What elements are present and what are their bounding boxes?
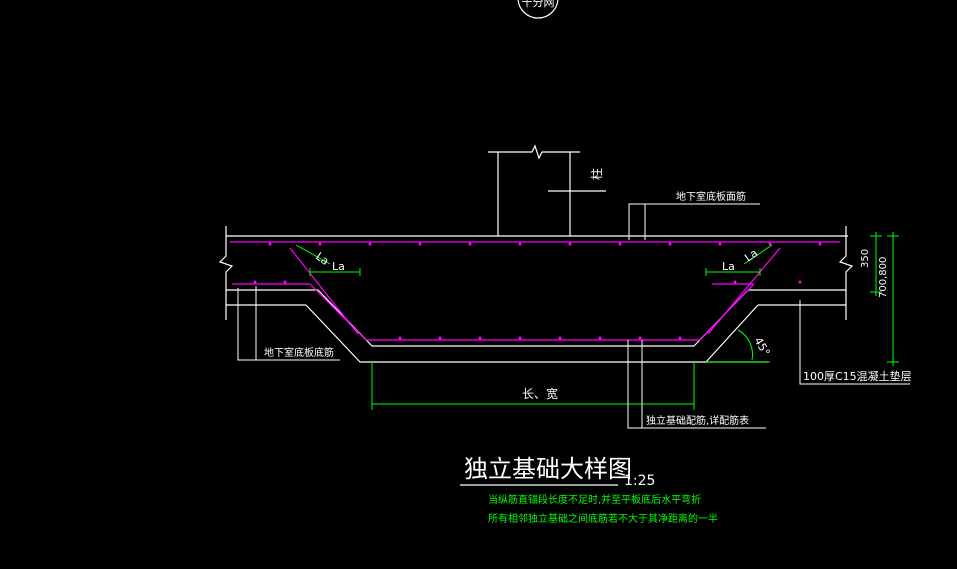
rebar-lines: [230, 241, 840, 341]
la-left-label: La: [332, 260, 345, 273]
cushion-leader: [799, 300, 910, 385]
top-circle-tag: 十分网: [517, 0, 559, 19]
la-right-diag-label: La: [742, 246, 760, 264]
slab-bottom-leader: [237, 286, 340, 361]
slab-top-leader: [628, 203, 760, 240]
slab-top-rebar-label: 地下室底板面筋: [676, 190, 746, 203]
circle-label: 十分网: [522, 0, 555, 9]
note-line-2: 所有相邻独立基础之间底筋若不大于其净距离的一半: [488, 512, 718, 525]
la-left-diag-label: La: [313, 250, 331, 268]
slab-bottom-rebar-label: 地下室底板底筋: [264, 346, 334, 359]
angle-45-label: 45°: [751, 335, 772, 358]
foundation-rebar-label: 独立基础配筋,详配筋表: [646, 414, 749, 427]
dim-350-label: 350: [860, 249, 871, 268]
column-outline: [488, 144, 606, 236]
foundation-rebar-leader: [627, 340, 766, 429]
rebar-dots: [253, 242, 822, 340]
drawing-scale: 1:25: [624, 473, 655, 489]
right-vertical-dims: [870, 232, 899, 366]
angle-marker: [706, 329, 770, 363]
length-width-label: 长、宽: [522, 386, 558, 401]
dim-700-800-label: 700,800: [878, 257, 889, 298]
la-right-label: La: [722, 260, 735, 273]
la-dimensions: [295, 244, 773, 276]
cushion-label: 100厚C15混凝土垫层: [803, 369, 912, 383]
drawing-title: 独立基础大样图: [464, 455, 632, 483]
length-width-dim: [371, 362, 695, 410]
column-label: 柱: [589, 168, 604, 180]
note-line-1: 当纵筋直锚段长度不足时,并至平板底后水平弯折: [488, 493, 701, 506]
